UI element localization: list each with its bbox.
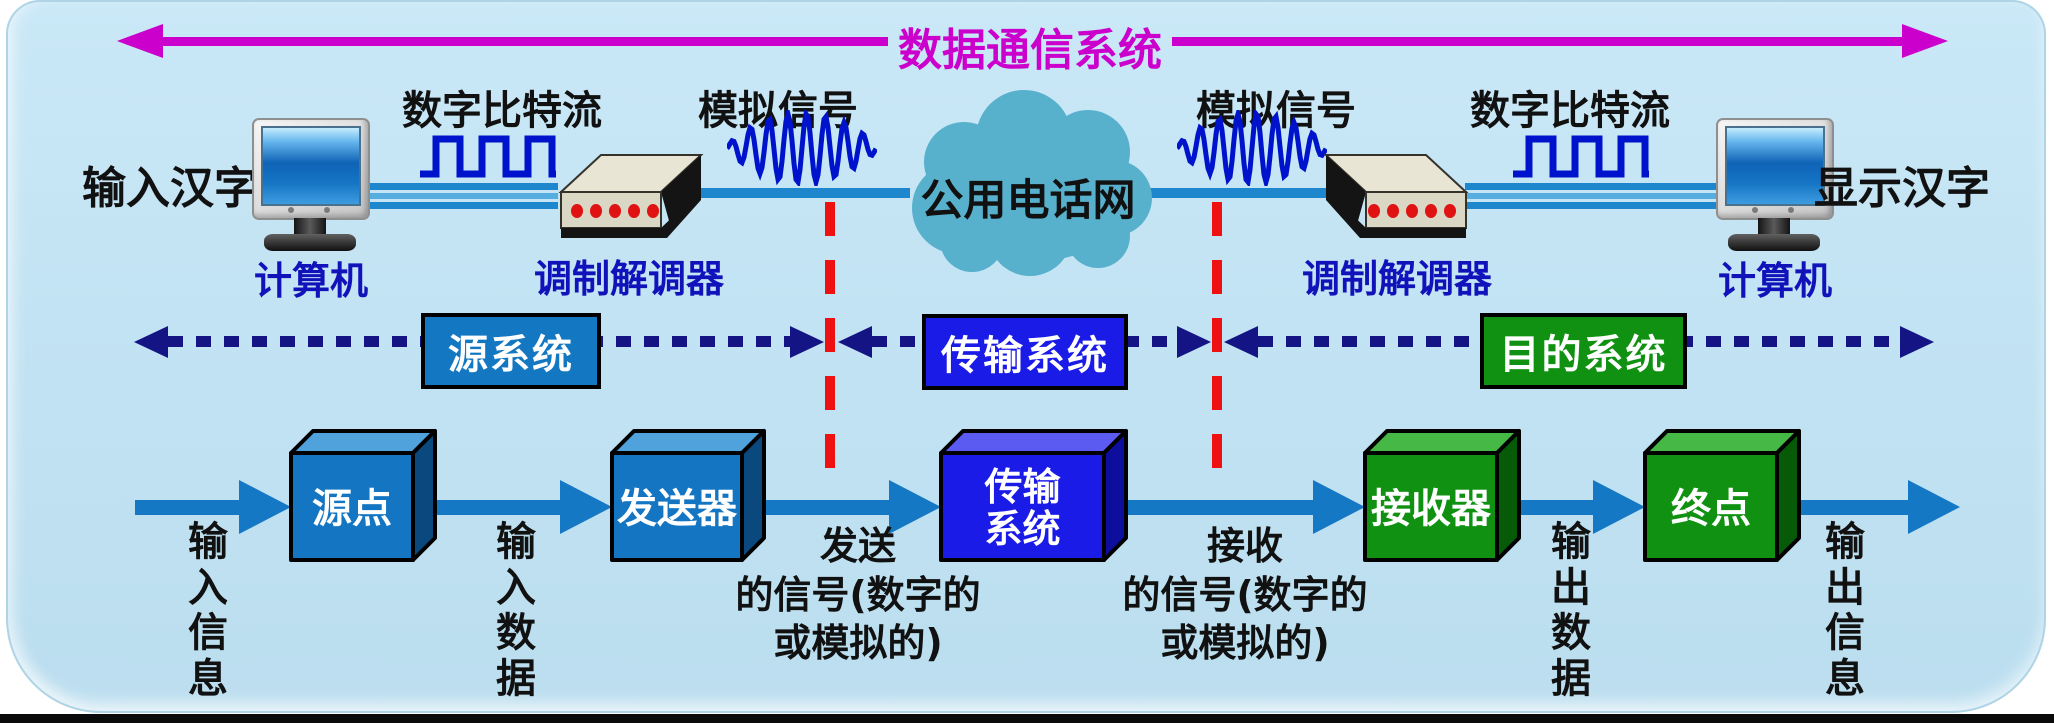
flow-arrow-2-head xyxy=(560,480,612,534)
destination-system-box: 目的系统 xyxy=(1480,313,1687,389)
title-arrow-line-left xyxy=(161,37,888,46)
output-data-label: 输出数据 xyxy=(1551,519,1591,702)
output-info-label: 输出信息 xyxy=(1825,519,1865,702)
flow-arrow-1-shaft xyxy=(135,500,239,515)
line-modem-cloud-left xyxy=(695,188,910,198)
bitstream-label-right: 数字比特流 xyxy=(1470,88,1670,134)
flow-arrow-4-shaft xyxy=(1126,500,1313,515)
receiver-box xyxy=(1363,429,1521,562)
transmission-system-box: 传输系统 xyxy=(922,314,1128,390)
flow-arrow-5-head xyxy=(1593,480,1645,534)
computer-label-left: 计算机 xyxy=(254,259,369,303)
input-info-label: 输入信息 xyxy=(188,519,228,702)
flow-arrow-4-head xyxy=(1313,480,1365,534)
sent-signal-line1: 发送 xyxy=(819,524,896,568)
cable-right-strand1 xyxy=(1465,183,1720,190)
cable-left-strand1 xyxy=(366,183,558,190)
transmitter-box xyxy=(610,429,766,562)
display-hanzi-label: 显示汉字 xyxy=(1814,163,1990,214)
source-node-box xyxy=(289,429,437,562)
received-signal-line3: 或模拟的) xyxy=(1160,621,1330,666)
sent-signal-line2: 的信号(数字的 xyxy=(735,572,981,617)
transmission-3d-box xyxy=(939,429,1128,562)
flow-arrow-5-shaft xyxy=(1519,500,1593,515)
input-data-label: 输入数据 xyxy=(496,519,536,702)
monitor-button xyxy=(1788,207,1794,213)
cable-left-strand3 xyxy=(366,202,558,209)
received-signal-line1: 接收 xyxy=(1206,524,1283,568)
dotted-arrowhead-trans-right xyxy=(1177,326,1211,358)
flow-arrow-3-head xyxy=(889,480,941,534)
end-node-box xyxy=(1643,429,1801,562)
monitor-screen xyxy=(261,126,361,206)
analog-label-left: 模拟信号 xyxy=(698,88,858,134)
page-title: 数据通信系统 xyxy=(898,25,1162,76)
transmission-3d-line2: 系统 xyxy=(984,506,1061,551)
source-system-box: 源系统 xyxy=(421,313,601,389)
monitor-button xyxy=(324,207,330,213)
transmission-3d-line1: 传输 xyxy=(984,464,1061,509)
computer-label-right: 计算机 xyxy=(1718,259,1833,303)
dotted-arrowhead-right-end xyxy=(1900,326,1934,358)
line-cloud-modem-right xyxy=(1148,188,1333,198)
telephone-network-cloud xyxy=(912,90,1152,276)
separator-dash-right xyxy=(1212,202,1222,486)
monitor-base xyxy=(264,234,356,251)
cable-right-strand3 xyxy=(1465,202,1720,209)
source-node-label: 源点 xyxy=(312,485,392,532)
bottom-letterbox-bar xyxy=(0,714,2054,723)
sent-signal-line3: 或模拟的) xyxy=(773,621,943,666)
modem-label-right: 调制解调器 xyxy=(1302,257,1493,301)
sent-signal-label: 发送 的信号(数字的 或模拟的) xyxy=(698,522,1018,668)
end-node-label: 终点 xyxy=(1671,485,1751,532)
title-arrow-line-right xyxy=(1172,37,1904,46)
flow-arrow-6-shaft xyxy=(1799,500,1908,515)
flow-arrow-2-shaft xyxy=(437,500,560,515)
receiver-label: 接收器 xyxy=(1371,485,1491,532)
received-signal-label: 接收 的信号(数字的 或模拟的) xyxy=(1085,522,1405,668)
cloud-label: 公用电话网 xyxy=(920,176,1136,226)
monitor-base xyxy=(1728,234,1820,251)
monitor-stand xyxy=(294,218,326,235)
transmitter-label: 发送器 xyxy=(617,485,737,532)
cable-left-strand2 xyxy=(366,193,558,199)
square-wave-icon-left xyxy=(420,135,556,178)
flow-arrow-1-head xyxy=(239,480,291,534)
transmission-3d-label: 传输 系统 xyxy=(941,455,1104,562)
separator-dash-left xyxy=(825,202,835,486)
modem-label-left: 调制解调器 xyxy=(534,257,725,301)
received-signal-line2: 的信号(数字的 xyxy=(1122,572,1368,617)
dotted-arrowhead-dest-left xyxy=(1224,326,1258,358)
computer-icon-right xyxy=(1716,118,1834,258)
sine-wave-icon-right xyxy=(1177,110,1327,186)
modem-icon-right xyxy=(1323,154,1469,238)
dotted-arrowhead-trans-left xyxy=(838,326,872,358)
input-hanzi-label: 输入汉字 xyxy=(82,163,258,214)
flow-arrow-3-shaft xyxy=(757,500,889,515)
monitor-screen xyxy=(1725,126,1825,206)
title-arrowhead-left xyxy=(117,24,163,58)
square-wave-icon-right xyxy=(1513,135,1649,178)
title-arrowhead-right xyxy=(1902,24,1948,58)
dotted-arrowhead-left-end xyxy=(134,326,168,358)
dotted-arrowhead-source-right xyxy=(790,326,824,358)
cable-right-strand2 xyxy=(1465,193,1720,199)
modem-icon-left xyxy=(558,154,704,238)
monitor-stand xyxy=(1758,218,1790,235)
bitstream-label-left: 数字比特流 xyxy=(402,88,602,134)
sine-wave-icon-left xyxy=(727,110,877,186)
monitor-button xyxy=(288,207,294,213)
flow-arrow-6-head xyxy=(1908,480,1960,534)
monitor-button xyxy=(1752,207,1758,213)
computer-icon-left xyxy=(252,118,370,258)
